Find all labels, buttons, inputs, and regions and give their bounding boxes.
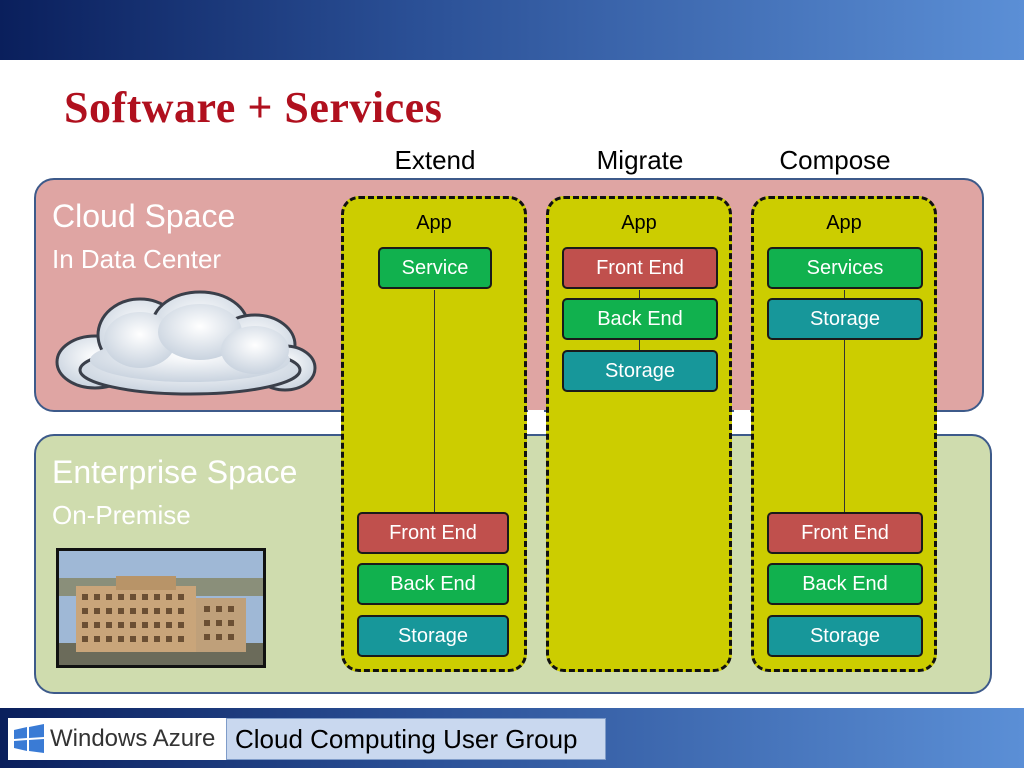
compose-back-end-box: Back End	[767, 563, 923, 605]
region-gap	[528, 410, 544, 434]
windows-azure-logo-text: Windows Azure	[50, 725, 216, 752]
migrate-app-label: App	[621, 212, 657, 234]
extend-app-label: App	[416, 212, 452, 234]
cloud-space-title: Cloud Space	[52, 198, 236, 234]
windows-flag-icon	[14, 724, 44, 753]
extend-back-end-box: Back End	[357, 563, 509, 605]
extend-service-box: Service	[378, 247, 492, 289]
extend-front-end-box: Front End	[357, 512, 509, 554]
extend-connector	[434, 290, 435, 512]
compose-connector	[844, 290, 845, 512]
compose-front-end-box: Front End	[767, 512, 923, 554]
enterprise-space-title: Enterprise Space	[52, 454, 298, 490]
compose-storage-bottom-box: Storage	[767, 615, 923, 657]
column-header-compose: Compose	[779, 145, 891, 175]
slide-title: Software + Services	[64, 83, 443, 132]
cloud-space-subtitle: In Data Center	[52, 244, 222, 274]
column-header-extend: Extend	[394, 145, 476, 175]
compose-storage-top-box: Storage	[767, 298, 923, 340]
office-building-image	[56, 548, 266, 668]
windows-azure-logo: Windows Azure	[8, 718, 226, 760]
extend-storage-box: Storage	[357, 615, 509, 657]
compose-services-box: Services	[767, 247, 923, 289]
region-gap	[734, 410, 750, 434]
column-header-migrate: Migrate	[596, 145, 684, 175]
migrate-front-end-box: Front End	[562, 247, 718, 289]
compose-app-label: App	[826, 212, 862, 234]
cloud-icon	[55, 290, 317, 396]
user-group-label: Cloud Computing User Group	[226, 718, 606, 760]
migrate-back-end-box: Back End	[562, 298, 718, 340]
top-banner	[0, 0, 1024, 60]
enterprise-space-subtitle: On-Premise	[52, 500, 191, 530]
migrate-storage-box: Storage	[562, 350, 718, 392]
